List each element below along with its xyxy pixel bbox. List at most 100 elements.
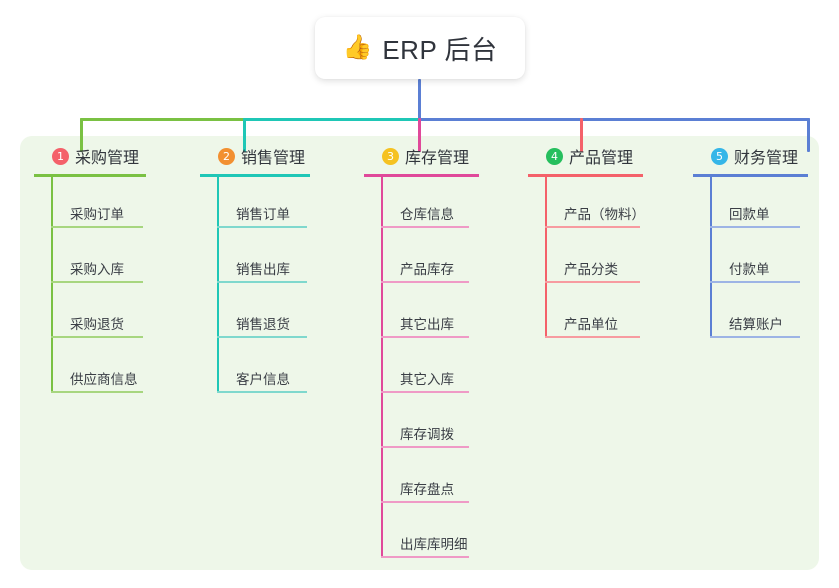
branch-item[interactable]: 仓库信息 bbox=[364, 177, 482, 232]
branch-item[interactable]: 产品单位 bbox=[528, 287, 646, 342]
branch-item[interactable]: 采购退货 bbox=[34, 287, 154, 342]
branch-item[interactable]: 库存调拨 bbox=[364, 397, 482, 452]
branch-number-badge: 4 bbox=[546, 147, 563, 165]
branch-item-label: 出库库明细 bbox=[400, 537, 468, 552]
connector-bus-green bbox=[80, 118, 245, 121]
branch-item-rule bbox=[217, 336, 307, 338]
branch-item-label: 供应商信息 bbox=[70, 372, 138, 387]
branch-item-label: 客户信息 bbox=[236, 372, 290, 387]
branch-spine bbox=[51, 177, 53, 393]
root-node-title: ERP 后台 bbox=[382, 34, 498, 65]
branch-item-label: 付款单 bbox=[729, 262, 770, 277]
branch-item-rule bbox=[51, 336, 143, 338]
branch-spine bbox=[545, 177, 547, 338]
branch-title: 采购管理 bbox=[75, 150, 140, 167]
branch-header-3[interactable]: 3 库存管理 bbox=[364, 143, 482, 169]
branch-item-rule bbox=[51, 226, 143, 228]
root-node[interactable]: 👍 ERP 后台 bbox=[315, 17, 525, 79]
branch-title: 销售管理 bbox=[241, 150, 306, 167]
connector-drop-1 bbox=[80, 118, 83, 152]
branch-item-label: 产品单位 bbox=[564, 317, 618, 332]
branch-item[interactable]: 供应商信息 bbox=[34, 342, 154, 397]
branch-item[interactable]: 回款单 bbox=[693, 177, 811, 232]
branch-item[interactable]: 采购订单 bbox=[34, 177, 154, 232]
branch-item-label: 其它入库 bbox=[400, 372, 454, 387]
branch-spine bbox=[710, 177, 712, 338]
branch-item-rule bbox=[381, 446, 469, 448]
branch-item[interactable]: 付款单 bbox=[693, 232, 811, 287]
branch-item[interactable]: 产品（物料） bbox=[528, 177, 646, 232]
branch-header-rule bbox=[200, 174, 310, 177]
branch-item[interactable]: 销售出库 bbox=[200, 232, 312, 287]
branch-item[interactable]: 销售订单 bbox=[200, 177, 312, 232]
connector-drop-4 bbox=[580, 118, 583, 152]
branch-item-label: 回款单 bbox=[729, 207, 770, 222]
branch-column-2[interactable]: 2 销售管理销售订单销售出库销售退货客户信息 bbox=[200, 143, 312, 397]
branch-item[interactable]: 其它出库 bbox=[364, 287, 482, 342]
branch-item[interactable]: 销售退货 bbox=[200, 287, 312, 342]
branch-item-label: 产品分类 bbox=[564, 262, 618, 277]
branch-item[interactable]: 采购入库 bbox=[34, 232, 154, 287]
branch-column-1[interactable]: 1 采购管理采购订单采购入库采购退货供应商信息 bbox=[34, 143, 154, 397]
branch-header-5[interactable]: 5 财务管理 bbox=[693, 143, 811, 169]
branch-header-2[interactable]: 2 销售管理 bbox=[200, 143, 312, 169]
branch-item[interactable]: 其它入库 bbox=[364, 342, 482, 397]
branch-number-badge: 2 bbox=[218, 147, 235, 165]
branch-header-rule bbox=[364, 174, 479, 177]
branch-title: 财务管理 bbox=[734, 150, 799, 167]
branch-number-badge: 1 bbox=[52, 147, 69, 165]
branch-item-rule bbox=[545, 281, 640, 283]
branch-item-rule bbox=[217, 391, 307, 393]
branch-item-rule bbox=[51, 281, 143, 283]
branch-item-label: 库存调拨 bbox=[400, 427, 454, 442]
branch-column-5[interactable]: 5 财务管理回款单付款单结算账户 bbox=[693, 143, 811, 342]
branch-item[interactable]: 产品库存 bbox=[364, 232, 482, 287]
branch-items: 产品（物料） 产品分类产品单位 bbox=[528, 177, 646, 342]
connector-drop-2 bbox=[243, 118, 246, 152]
branch-item-label: 销售出库 bbox=[236, 262, 290, 277]
branch-item-label: 库存盘点 bbox=[400, 482, 454, 497]
branch-item[interactable]: 产品分类 bbox=[528, 232, 646, 287]
branch-title: 产品管理 bbox=[569, 150, 634, 167]
connector-root-stem bbox=[418, 79, 421, 121]
branch-spine bbox=[217, 177, 219, 393]
branch-item-rule bbox=[710, 281, 800, 283]
branch-header-rule bbox=[693, 174, 808, 177]
branch-spine bbox=[381, 177, 383, 558]
branch-header-4[interactable]: 4 产品管理 bbox=[528, 143, 646, 169]
branch-item-rule bbox=[710, 336, 800, 338]
branch-item-rule bbox=[381, 336, 469, 338]
branch-number-badge: 5 bbox=[711, 147, 728, 165]
branch-item[interactable]: 出库库明细 bbox=[364, 507, 482, 562]
branch-header-rule bbox=[34, 174, 146, 177]
connector-drop-5 bbox=[807, 118, 810, 152]
branch-item-rule bbox=[381, 281, 469, 283]
branch-item[interactable]: 结算账户 bbox=[693, 287, 811, 342]
branches-panel bbox=[20, 136, 819, 570]
branch-item-label: 结算账户 bbox=[729, 317, 783, 332]
branch-column-4[interactable]: 4 产品管理产品（物料） 产品分类产品单位 bbox=[528, 143, 646, 342]
branch-item-rule bbox=[381, 501, 469, 503]
thumbs-up-icon: 👍 bbox=[342, 34, 373, 61]
branch-item[interactable]: 库存盘点 bbox=[364, 452, 482, 507]
branch-column-3[interactable]: 3 库存管理仓库信息产品库存其它出库其它入库库存调拨库存盘点出库库明细 bbox=[364, 143, 482, 562]
branch-header-rule bbox=[528, 174, 643, 177]
branch-items: 回款单付款单结算账户 bbox=[693, 177, 811, 342]
branch-item-label: 产品（物料） bbox=[564, 207, 645, 222]
branch-item-rule bbox=[381, 391, 469, 393]
branch-header-1[interactable]: 1 采购管理 bbox=[34, 143, 154, 169]
branch-item-rule bbox=[381, 226, 469, 228]
branch-number-badge: 3 bbox=[382, 147, 399, 165]
branch-item-label: 销售订单 bbox=[236, 207, 290, 222]
branch-items: 仓库信息产品库存其它出库其它入库库存调拨库存盘点出库库明细 bbox=[364, 177, 482, 562]
branch-item-label: 采购入库 bbox=[70, 262, 124, 277]
branch-items: 采购订单采购入库采购退货供应商信息 bbox=[34, 177, 154, 397]
branch-item[interactable]: 客户信息 bbox=[200, 342, 312, 397]
branch-item-label: 销售退货 bbox=[236, 317, 290, 332]
connector-bus-teal bbox=[243, 118, 421, 121]
branch-item-rule bbox=[217, 281, 307, 283]
branch-item-rule bbox=[710, 226, 800, 228]
branch-item-label: 其它出库 bbox=[400, 317, 454, 332]
branch-title: 库存管理 bbox=[405, 150, 470, 167]
